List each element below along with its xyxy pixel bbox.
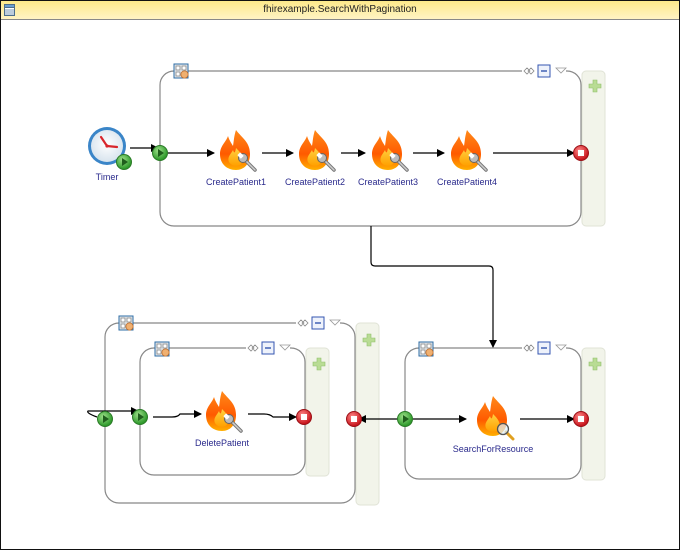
start-event[interactable] [97, 411, 113, 427]
search-for-resource-node[interactable]: SearchForResource [453, 396, 534, 454]
window-title: fhirexample.SearchWithPagination [263, 4, 417, 15]
create-patient-3-node[interactable]: CreatePatient3 [358, 130, 418, 187]
search-scope-add-panel[interactable] [581, 347, 606, 481]
scope-type-icon[interactable] [118, 315, 134, 331]
end-event[interactable] [573, 145, 589, 161]
add-icon[interactable] [312, 357, 326, 371]
connector [248, 413, 297, 421]
connector [87, 407, 139, 418]
end-event[interactable] [346, 411, 362, 427]
scope-type-icon[interactable] [173, 63, 189, 79]
delete-outer-add-panel[interactable] [355, 322, 380, 506]
connectors [87, 144, 575, 423]
table-icon [4, 4, 15, 16]
create-patient-2-node[interactable]: CreatePatient2 [285, 130, 345, 187]
clock-icon [88, 127, 126, 165]
play-badge-icon [116, 154, 132, 170]
connector [153, 410, 202, 418]
magnifier-icon [496, 422, 515, 441]
fire-icon [451, 130, 481, 170]
end-event[interactable] [296, 409, 312, 425]
search-scope-collapse-controls[interactable] [522, 341, 567, 355]
node-label: CreatePatient1 [206, 177, 266, 187]
create-patient-4-node[interactable]: CreatePatient4 [437, 130, 497, 187]
delete-inner-collapse-controls[interactable] [246, 341, 291, 355]
fire-icon [372, 130, 402, 170]
fire-icon [220, 130, 250, 170]
side-panels [305, 70, 606, 506]
scope-type-icon[interactable] [154, 341, 170, 357]
node-label: CreatePatient4 [437, 177, 497, 187]
start-event[interactable] [152, 145, 168, 161]
start-event[interactable] [397, 411, 413, 427]
title-bar: fhirexample.SearchWithPagination [1, 1, 679, 20]
scope-type-icon[interactable] [418, 341, 434, 357]
node-label: CreatePatient3 [358, 177, 418, 187]
delete-patient-node[interactable]: DeletePatient [195, 391, 250, 448]
timer-node[interactable]: Timer [88, 127, 132, 182]
add-icon[interactable] [588, 357, 602, 371]
end-event[interactable] [573, 411, 589, 427]
add-icon[interactable] [588, 79, 602, 93]
node-label: Timer [96, 172, 119, 182]
create-scope-collapse-controls[interactable] [522, 64, 567, 78]
add-icon[interactable] [362, 333, 376, 347]
node-label: DeletePatient [195, 438, 250, 448]
connector [370, 226, 497, 348]
node-label: SearchForResource [453, 444, 534, 454]
node-label: CreatePatient2 [285, 177, 345, 187]
delete-outer-collapse-controls[interactable] [296, 316, 341, 330]
create-patient-1-node[interactable]: CreatePatient1 [206, 130, 266, 187]
start-event[interactable] [132, 409, 148, 425]
fire-icon [299, 130, 329, 170]
